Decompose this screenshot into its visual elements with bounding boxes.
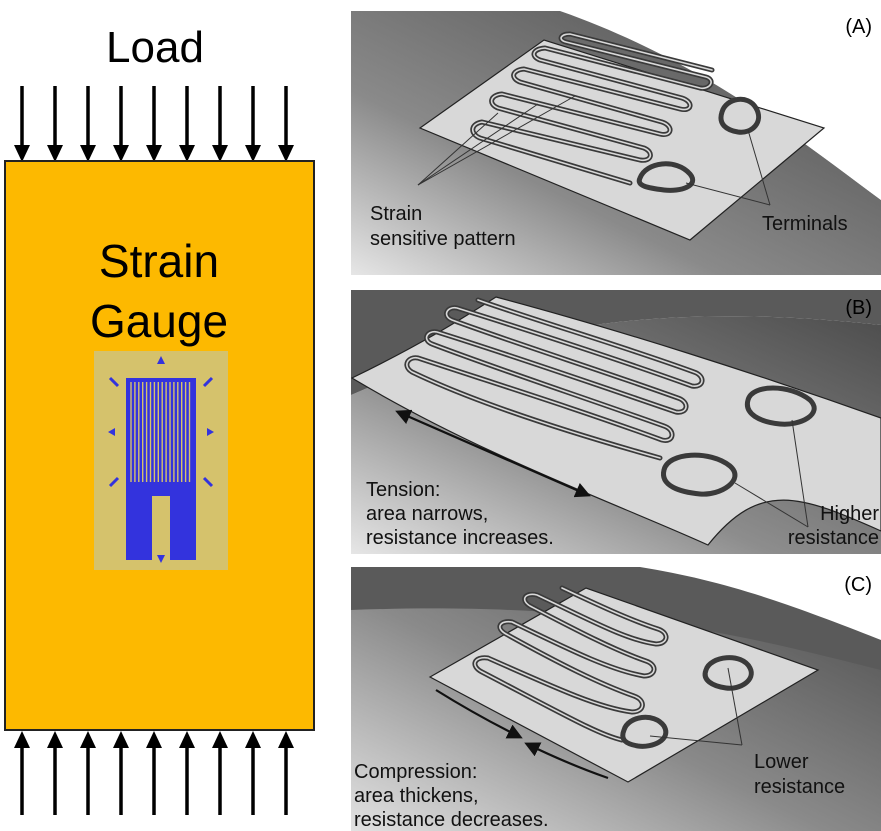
load-arrow-head bbox=[278, 731, 294, 748]
gauge-lead-left bbox=[126, 494, 156, 560]
strain-gauge-icon bbox=[94, 351, 228, 570]
load-panel: Load Strain Gauge bbox=[4, 23, 315, 815]
panel-a-trace bbox=[470, 31, 762, 193]
panel-b-trace bbox=[404, 297, 817, 497]
panel-b-leaders bbox=[734, 419, 809, 528]
panel-c-film bbox=[428, 587, 820, 783]
load-arrow-head bbox=[245, 731, 261, 748]
gauge-tick-diagonal bbox=[108, 476, 120, 488]
load-arrow-head bbox=[113, 145, 129, 162]
panel-c-right-label-1: Lower bbox=[754, 751, 809, 773]
panel-b: (B) Tension: area narrows, resistance in… bbox=[351, 290, 881, 554]
panel-a: (A) Strain sensitive pattern Terminals bbox=[351, 11, 881, 275]
panel-a-left-label-1: Strain bbox=[370, 203, 422, 225]
gauge-lead-right bbox=[166, 494, 196, 560]
panel-a-surface-dark bbox=[560, 11, 881, 200]
panel-c-right-label-2: resistance bbox=[754, 776, 845, 798]
load-arrow-head bbox=[278, 145, 294, 162]
panel-c-trace bbox=[472, 585, 754, 749]
panel-a-leaders bbox=[417, 95, 771, 206]
panel-c-left-label-2: area thickens, bbox=[354, 785, 479, 807]
panel-b-left-label-2: area narrows, bbox=[366, 503, 488, 525]
panel-b-right-label-2: resistance bbox=[788, 527, 879, 549]
gauge-tick-diagonal bbox=[202, 376, 214, 388]
load-arrow-head bbox=[212, 145, 228, 162]
panel-a-right-label-1: Terminals bbox=[762, 213, 848, 235]
panel-a-tag: (A) bbox=[845, 16, 872, 38]
load-label: Load bbox=[106, 23, 204, 72]
panel-c: (C) Compression: area thickens, resistan… bbox=[351, 567, 881, 831]
panel-c-compression-arrow-right bbox=[524, 742, 609, 780]
terminal-pad bbox=[636, 161, 695, 193]
load-arrow-head bbox=[47, 731, 63, 748]
load-arrow-head bbox=[245, 145, 261, 162]
panel-b-left-label-3: resistance increases. bbox=[366, 527, 554, 549]
load-arrow-head bbox=[80, 145, 96, 162]
panel-b-left-label-1: Tension: bbox=[366, 479, 441, 501]
load-arrow-head bbox=[80, 731, 96, 748]
load-arrow-head bbox=[47, 145, 63, 162]
terminal-pad bbox=[718, 96, 762, 135]
gauge-lead-gap bbox=[152, 496, 170, 562]
load-arrow-head bbox=[14, 145, 30, 162]
strain-gauge-title-line2: Gauge bbox=[90, 295, 228, 347]
panel-c-leaders bbox=[649, 667, 743, 746]
panel-b-right-label-1: Higher bbox=[820, 503, 879, 525]
gauge-tick-diagonal bbox=[108, 376, 120, 388]
gauge-tick-left bbox=[108, 428, 115, 436]
serpentine-grid-core bbox=[406, 299, 703, 459]
gauge-strain-arrows bbox=[108, 356, 214, 563]
gauge-tab bbox=[126, 484, 196, 496]
load-arrow-head bbox=[179, 145, 195, 162]
load-arrow-head bbox=[146, 145, 162, 162]
terminal-pad bbox=[620, 714, 669, 749]
panel-c-tag: (C) bbox=[844, 574, 872, 596]
load-arrow-head bbox=[146, 731, 162, 748]
serpentine-grid-core bbox=[474, 587, 667, 741]
top-load-arrows bbox=[14, 86, 294, 162]
load-arrow-head bbox=[212, 731, 228, 748]
strain-gauge-title-line1: Strain bbox=[99, 235, 219, 287]
gauge-tick-down bbox=[157, 555, 165, 563]
loaded-block bbox=[4, 160, 315, 731]
gauge-grid-body bbox=[126, 378, 196, 486]
panel-a-left-label-2: sensitive pattern bbox=[370, 228, 516, 250]
bottom-load-arrows bbox=[14, 731, 294, 815]
gauge-tick-right bbox=[207, 428, 214, 436]
terminal-pad bbox=[702, 655, 754, 691]
gauge-tick-up bbox=[157, 356, 165, 364]
gauge-grid bbox=[126, 378, 196, 562]
gauge-tick-diagonal bbox=[202, 476, 214, 488]
panel-c-compression-arrow-left bbox=[435, 689, 523, 739]
terminal-pad bbox=[661, 452, 738, 497]
terminal-pad bbox=[744, 385, 817, 427]
load-arrow-head bbox=[179, 731, 195, 748]
panel-b-tag: (B) bbox=[845, 297, 872, 319]
panel-c-left-label-3: resistance decreases. bbox=[354, 809, 549, 831]
panel-c-left-label-1: Compression: bbox=[354, 761, 477, 783]
load-arrow-head bbox=[14, 731, 30, 748]
load-arrow-head bbox=[113, 731, 129, 748]
panel-b-tension-arrow bbox=[395, 409, 591, 498]
serpentine-grid-core bbox=[471, 33, 713, 184]
